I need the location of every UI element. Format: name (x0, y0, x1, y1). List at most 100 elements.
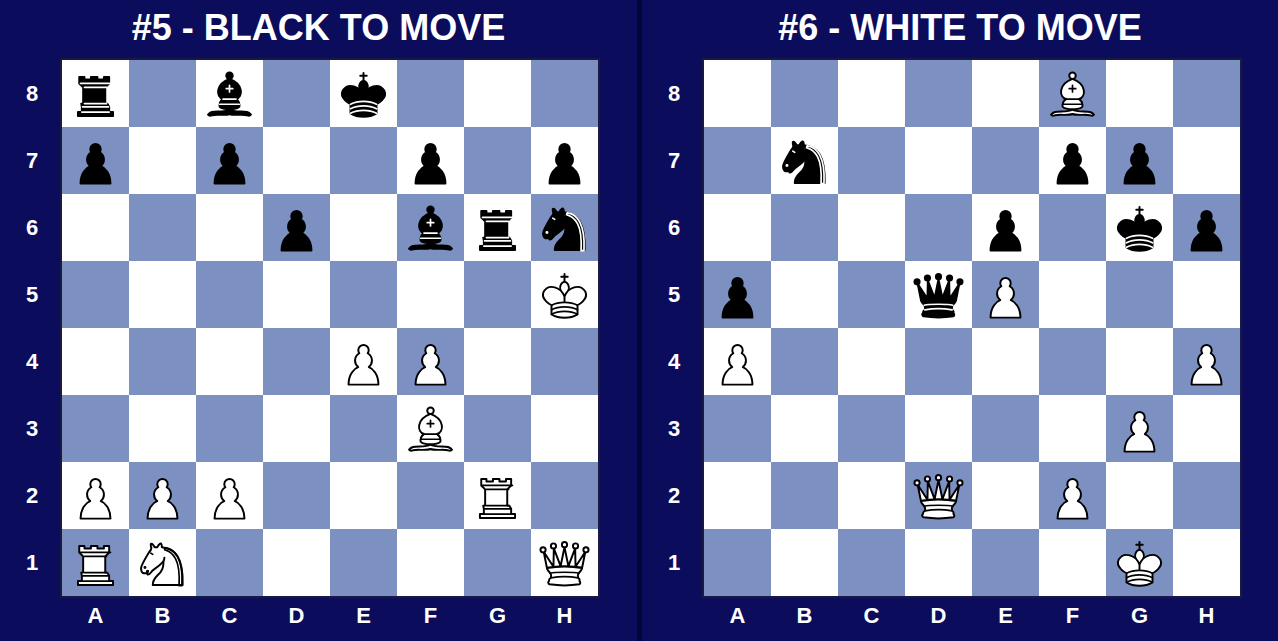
board-square (330, 529, 397, 596)
piece-detail (82, 580, 109, 582)
piece-detail (793, 151, 795, 152)
piece-detail (1127, 575, 1153, 578)
board-square (531, 127, 598, 194)
piece-detail (84, 103, 106, 105)
chess-piece (215, 144, 245, 184)
piece-detail (421, 237, 441, 239)
piece-shape (918, 480, 960, 501)
board-square (1106, 395, 1173, 462)
chess-piece (282, 211, 312, 251)
file-letter: A (81, 603, 111, 629)
board-square (330, 60, 397, 127)
piece-detail (83, 575, 109, 577)
board-square (1106, 127, 1173, 194)
board-square (129, 328, 196, 395)
board-square (838, 194, 905, 261)
board-square (62, 60, 129, 127)
board-square (1039, 194, 1106, 261)
piece-shape (78, 77, 113, 116)
piece-shape (957, 279, 962, 284)
board-square (531, 462, 598, 529)
file-letter: A (723, 603, 753, 629)
board-square (1106, 328, 1173, 395)
piece-shape (419, 414, 442, 444)
board-square (1173, 127, 1240, 194)
piece-shape (723, 345, 753, 385)
board-square (263, 261, 330, 328)
piece-shape (936, 475, 941, 480)
piece-shape (419, 213, 442, 243)
piece-shape (583, 547, 588, 552)
chess-piece (1118, 207, 1161, 251)
divider (637, 0, 642, 641)
board-square (464, 395, 531, 462)
board-square (263, 529, 330, 596)
board-square (196, 529, 263, 596)
piece-shape (1136, 542, 1143, 549)
board-square (1173, 328, 1240, 395)
piece-shape (914, 279, 919, 284)
rank-number: 6 (659, 215, 689, 241)
chess-piece (480, 211, 515, 250)
board-square (196, 395, 263, 462)
board-square (905, 60, 972, 127)
piece-shape (957, 480, 962, 485)
piece-detail (84, 572, 106, 574)
rank-number: 2 (17, 483, 47, 509)
piece-shape (561, 274, 568, 281)
board-frame (60, 58, 600, 598)
board-square (838, 395, 905, 462)
board-square (1173, 395, 1240, 462)
board-square (330, 127, 397, 194)
board-square (397, 194, 464, 261)
board-square (1106, 194, 1173, 261)
piece-shape (1051, 109, 1094, 115)
piece-detail (1066, 98, 1079, 100)
board-square (838, 462, 905, 529)
chess-piece (991, 211, 1021, 251)
piece-shape (215, 144, 245, 184)
board-square (263, 328, 330, 395)
board-square (905, 194, 972, 261)
piece-detail (82, 111, 109, 113)
chess-piece (148, 479, 178, 519)
board-square (1106, 60, 1173, 127)
piece-shape (723, 278, 753, 318)
chess-piece (409, 407, 452, 450)
piece-shape (551, 543, 556, 548)
board-square (1173, 529, 1240, 596)
board-square (972, 462, 1039, 529)
board-square (1039, 60, 1106, 127)
piece-detail (427, 423, 434, 425)
board-square (1106, 462, 1173, 529)
rank-number: 7 (17, 148, 47, 174)
board-square (62, 328, 129, 395)
board-square (62, 261, 129, 328)
board-square (330, 328, 397, 395)
piece-shape (947, 275, 952, 280)
piece-detail (553, 218, 555, 219)
piece-detail (924, 504, 953, 507)
board-square (397, 395, 464, 462)
board-square (464, 529, 531, 596)
piece-detail (483, 485, 513, 487)
board-square (1039, 261, 1106, 328)
piece-shape (914, 480, 919, 485)
file-letter: H (1192, 603, 1222, 629)
chess-piece (78, 77, 113, 116)
board-square (1039, 529, 1106, 596)
file-letter: E (349, 603, 379, 629)
piece-shape (562, 542, 567, 547)
board-square (771, 395, 838, 462)
piece-shape (1061, 79, 1084, 109)
board-square (62, 529, 129, 596)
board-square (704, 462, 771, 529)
board-square (196, 194, 263, 261)
board-square (1106, 529, 1173, 596)
file-letter: E (991, 603, 1021, 629)
chess-piece (1125, 412, 1155, 452)
chess-piece (1118, 542, 1161, 586)
piece-detail (81, 83, 111, 85)
board-square (1173, 261, 1240, 328)
piece-shape (547, 567, 582, 586)
